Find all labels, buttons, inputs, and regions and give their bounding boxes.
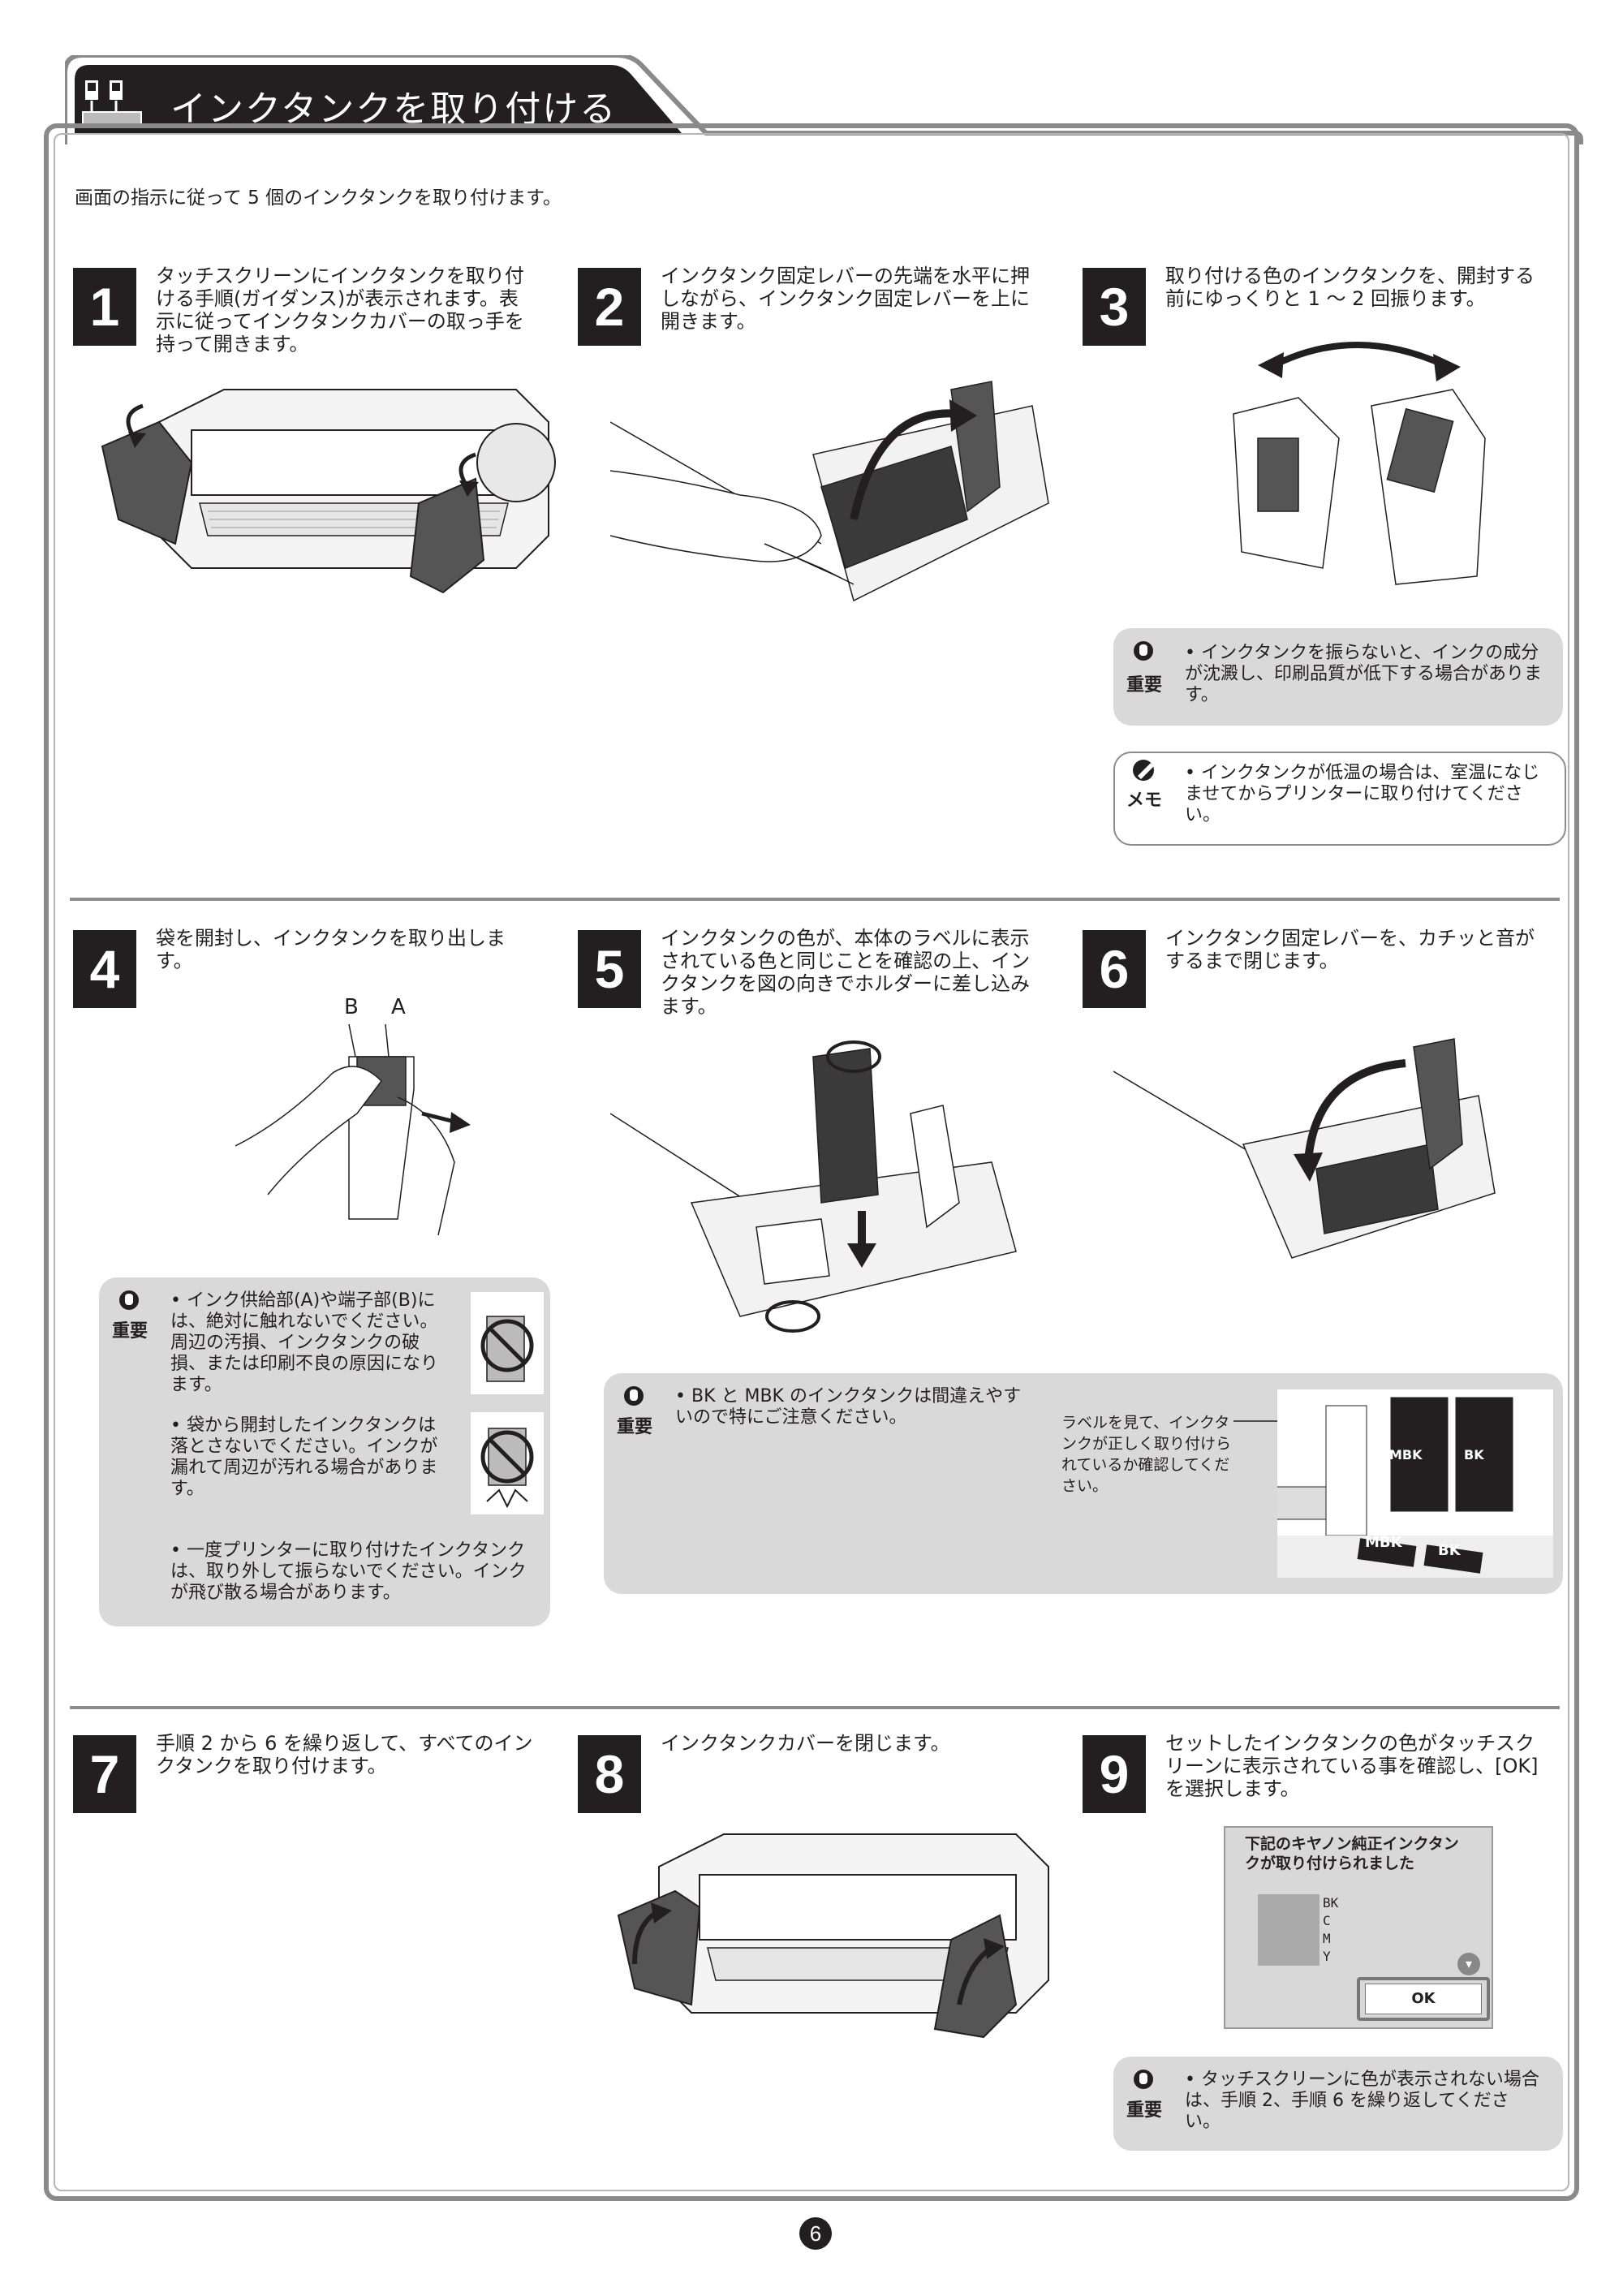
bk-mbk-label-photo <box>1277 1389 1553 1578</box>
label-b: B <box>344 995 359 1019</box>
do-not-touch-icon <box>471 1292 544 1394</box>
shake-tanks-illustration <box>1233 342 1486 585</box>
step-4-text: 袋を開封し、インクタンクを取り出します。 <box>156 927 506 972</box>
step-4-important-text-2: • 袋から開封したインクタンクは落とさないでください。インクが漏れて周辺が汚れる… <box>170 1415 438 1499</box>
step-9-text: セットしたインクタンクの色がタッチスクリーンに表示されている事を確認し、[OK]… <box>1165 1732 1539 1800</box>
page-number: 6 <box>799 2217 832 2250</box>
label-a: A <box>391 995 406 1019</box>
step-7-number: 7 <box>73 1735 136 1813</box>
important-label: 重要 <box>1126 2100 1163 2121</box>
important-label: 重要 <box>617 1417 653 1437</box>
step-9-important-note <box>1113 2057 1563 2151</box>
important-label: 重要 <box>1126 675 1163 696</box>
insert-tank-illustration <box>610 1040 1017 1333</box>
leader-line <box>1233 1420 1282 1422</box>
ink-tank-icon <box>82 79 142 126</box>
ok-button[interactable]: OK <box>1365 1984 1482 2014</box>
row-divider-1 <box>70 898 1560 901</box>
holder-mbk-label: MBK <box>1365 1534 1402 1551</box>
important-hand-icon <box>119 1290 139 1310</box>
intro-text: 画面の指示に従って 5 個のインクタンクを取り付けます。 <box>75 187 562 209</box>
step-8-number: 8 <box>578 1735 641 1813</box>
printer-close-cover-illustration <box>617 1833 1049 2039</box>
step-3-number: 3 <box>1083 268 1146 346</box>
step-3-memo-note <box>1113 752 1566 846</box>
touchscreen-message: 下記のキヤノン純正インクタンクが取り付けられました <box>1245 1835 1459 1872</box>
content-frame <box>44 123 1579 2201</box>
memo-label: メモ <box>1126 790 1163 811</box>
important-hand-icon <box>1134 2070 1153 2089</box>
tank-mbk-label: MBK <box>1389 1447 1423 1462</box>
pencil-memo-icon <box>1133 760 1154 781</box>
color-y: Y <box>1323 1949 1331 1964</box>
scroll-down-icon[interactable]: ▾ <box>1457 1953 1480 1975</box>
open-lever-illustration <box>610 381 1049 602</box>
do-not-drop-icon <box>471 1412 544 1514</box>
step-4-important-text-3: • 一度プリンターに取り付けたインクタンクは、取り外して振らないでください。イン… <box>170 1540 527 1603</box>
step-1-number: 1 <box>73 268 136 346</box>
tank-bk-label: BK <box>1464 1447 1484 1462</box>
step-1-text: タッチスクリーンにインクタンクを取り付ける手順(ガイダンス)が表示されます。表示… <box>156 265 524 355</box>
step-5-text: インクタンクの色が、本体のラベルに表示されている色と同じことを確認の上、インクタ… <box>661 927 1031 1018</box>
step-6-number: 6 <box>1083 930 1146 1008</box>
label-check-text: ラベルを見て、インクタンクが正しく取り付けられているか確認してください。 <box>1061 1414 1232 1495</box>
holder-bk-label: BK <box>1438 1542 1461 1559</box>
step-8-text: インクタンクカバーを閉じます。 <box>661 1732 950 1755</box>
step-3-important-text: • インクタンクを振らないと、インクの成分が沈澱し、印刷品質が低下する場合があり… <box>1185 643 1543 705</box>
important-hand-icon <box>1134 641 1153 661</box>
ok-button-highlight <box>1357 1977 1490 2021</box>
color-c: C <box>1323 1913 1331 1928</box>
page-title: インクタンクを取り付ける <box>170 88 618 130</box>
step-3-important-note <box>1113 628 1563 726</box>
step-2-text: インクタンク固定レバーの先端を水平に押しながら、インクタンク固定レバーを上に開き… <box>661 265 1031 333</box>
step-4-number: 4 <box>73 930 136 1008</box>
color-m: M <box>1323 1931 1331 1946</box>
close-lever-illustration <box>1113 1038 1496 1259</box>
content-frame-inner <box>54 133 1569 2191</box>
step-2-number: 2 <box>578 268 641 346</box>
color-swatch-blur <box>1258 1894 1319 1966</box>
remove-tank-from-bag-illustration <box>235 1024 471 1236</box>
important-hand-icon <box>624 1386 644 1406</box>
printer-open-cover-illustration <box>101 389 556 594</box>
color-bk: BK <box>1323 1895 1339 1910</box>
step-9-number: 9 <box>1083 1735 1146 1813</box>
step-7-text: 手順 2 から 6 を繰り返して、すべてのインクタンクを取り付けます。 <box>156 1732 533 1777</box>
step-3-memo-text: • インクタンクが低温の場合は、室温になじませてからプリンターに取り付けてくださ… <box>1185 763 1540 825</box>
step-6-text: インクタンク固定レバーを、カチッと音がするまで閉じます。 <box>1165 927 1535 972</box>
step-3-text: 取り付ける色のインクタンクを、開封する前にゆっくりと 1 〜 2 回振ります。 <box>1165 265 1535 310</box>
header-tab <box>65 55 1583 144</box>
step-5-6-important-text: • BK と MBK のインクタンクは間違えやすいので特にご注意ください。 <box>675 1386 1022 1428</box>
row-divider-2 <box>70 1706 1560 1709</box>
important-label: 重要 <box>112 1321 149 1342</box>
step-4-important-text-1: • インク供給部(A)や端子部(B)には、絶対に触れないでください。周辺の汚損、… <box>170 1290 439 1395</box>
step-9-important-text: • タッチスクリーンに色が表示されない場合は、手順 2、手順 6 を繰り返してく… <box>1185 2070 1539 2132</box>
step-5-number: 5 <box>578 930 641 1008</box>
